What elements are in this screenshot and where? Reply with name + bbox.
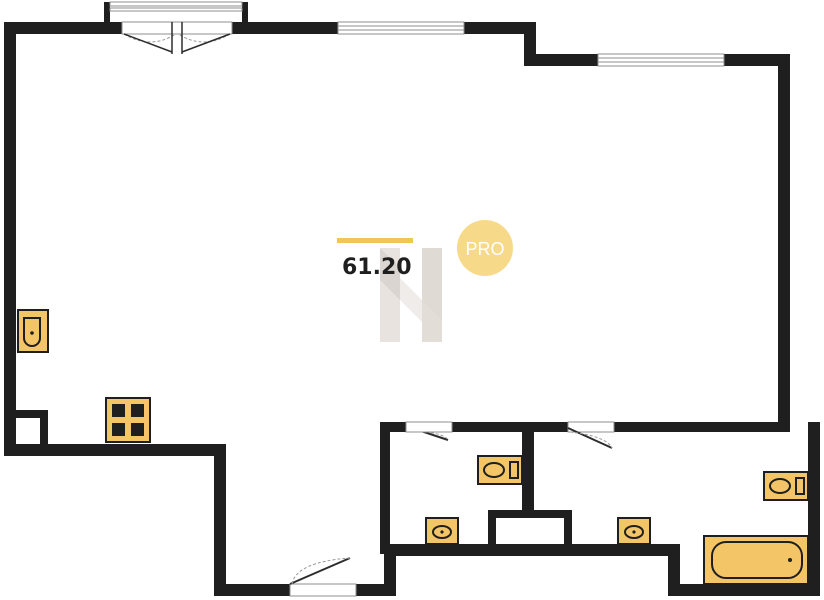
door-wc [405,421,453,441]
wall-top-mid [232,22,338,34]
window-top-middle [337,21,465,35]
window-top-right [597,53,725,67]
wall-niche-left [488,510,496,550]
washbasin-icon [425,517,459,545]
wall-niche-right [564,510,572,550]
door-balcony [121,21,233,54]
wall-bay-left [104,2,110,24]
wall-bath-step [668,544,680,596]
pro-badge: PRO [457,220,513,276]
pro-badge-text: PRO [465,239,504,259]
wall-bath-top-b [452,422,568,432]
washbasin-icon [617,517,651,545]
wall-top-left [4,22,122,34]
door-entrance [289,557,357,597]
kitchen-sink-icon [17,309,49,353]
toilet-icon [477,455,523,485]
wall-niche-top [488,510,570,518]
wall-top-right-a [464,22,536,34]
wall-right-upper [778,54,790,426]
window-bay [109,1,243,12]
wall-step-horizontal [524,54,598,66]
wall-bath-top-a [380,422,406,432]
toilet-icon [763,471,809,501]
wall-bay-right [242,2,248,24]
stove-icon [105,397,151,443]
wall-bath-divider [522,422,534,512]
wall-corridor-left [214,444,226,596]
fixtures [17,309,809,585]
wall-lower-left [4,444,226,456]
walls [4,2,820,596]
wall-bottom-step [384,548,396,596]
bathtub-icon [703,535,809,585]
watermark-logo [380,248,442,342]
wall-bath-bottom [384,544,680,556]
door-bathroom [567,421,615,449]
doors [121,21,615,597]
wall-top-right-b [724,54,790,66]
wall-left [4,22,16,456]
wall-shaft-top [16,410,48,418]
wall-bath-left [380,422,390,554]
area-label: 61.20 [342,255,412,280]
area-accent-bar [337,238,413,243]
wall-bottom-right [668,584,820,596]
wall-right-lower [808,422,820,596]
windows [109,1,725,67]
wall-bottom-left [214,584,290,596]
wall-bath-top-c [614,422,790,432]
wall-shaft-right [40,410,48,446]
